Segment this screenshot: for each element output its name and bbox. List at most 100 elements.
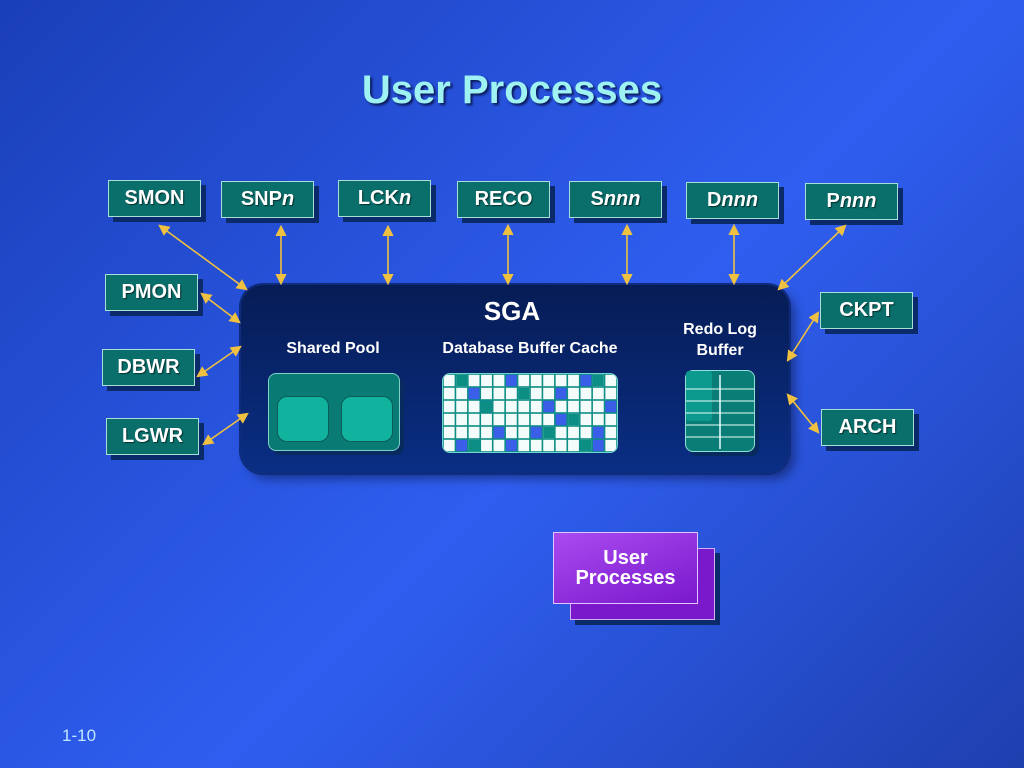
lckn-label: LCKn <box>357 187 412 209</box>
ckpt-box: CKPT <box>820 292 913 329</box>
cache-block <box>468 426 480 439</box>
cache-block <box>443 387 455 400</box>
cache-block <box>580 439 592 452</box>
pnnn-box: Pnnn <box>805 183 898 220</box>
dnnn-label: Dnnn <box>706 189 759 211</box>
cache-block <box>505 426 517 439</box>
cache-block <box>592 387 604 400</box>
arrow-arch <box>786 393 820 434</box>
redo-log-lines <box>686 388 754 438</box>
cache-block <box>568 426 579 439</box>
dbwr-box: DBWR <box>102 349 195 386</box>
cache-block <box>518 426 530 439</box>
cache-block <box>481 413 492 426</box>
dbwr-label: DBWR <box>117 356 180 378</box>
page-title: User Processes <box>361 68 663 112</box>
cache-block <box>518 413 530 426</box>
redo-log-segment <box>686 371 712 421</box>
cache-block <box>530 387 542 400</box>
pmon-label: PMON <box>121 281 182 303</box>
cache-block <box>468 439 480 452</box>
cache-block <box>568 374 579 387</box>
cache-block <box>592 439 604 452</box>
cache-block <box>530 426 542 439</box>
lgwr-label: LGWR <box>121 425 184 447</box>
buffer-cache-grid-graphic <box>443 374 617 452</box>
cache-block <box>518 439 530 452</box>
user-processes-line1: User <box>603 547 648 569</box>
smon-label: SMON <box>124 187 185 209</box>
cache-block <box>456 413 468 426</box>
cache-block <box>580 387 592 400</box>
cache-block <box>592 374 604 387</box>
cache-block <box>580 400 592 413</box>
snpn-label: SNPn <box>240 188 295 210</box>
cache-block <box>530 374 542 387</box>
cache-block <box>505 413 517 426</box>
cache-block <box>605 426 617 439</box>
cache-block <box>493 439 505 452</box>
cache-block <box>493 374 505 387</box>
cache-block <box>555 387 567 400</box>
cache-block <box>555 439 567 452</box>
buffer-cache-label: Database Buffer Cache <box>442 340 618 357</box>
cache-block <box>505 400 517 413</box>
cache-block <box>592 413 604 426</box>
user-processes-box: User Processes <box>553 532 698 604</box>
cache-block <box>443 426 455 439</box>
cache-block <box>555 374 567 387</box>
cache-block <box>456 400 468 413</box>
redo-log-buffer <box>685 370 755 452</box>
cache-block <box>568 439 579 452</box>
cache-block <box>543 426 555 439</box>
lckn-box: LCKn <box>338 180 431 217</box>
cache-block <box>456 439 468 452</box>
cache-block <box>555 400 567 413</box>
cache-block <box>543 374 555 387</box>
shared-pool-block <box>277 396 329 442</box>
user-processes-line2: Processes <box>575 567 676 589</box>
cache-block <box>530 413 542 426</box>
cache-block <box>505 387 517 400</box>
cache-block <box>580 374 592 387</box>
cache-block <box>493 400 505 413</box>
cache-block <box>481 439 492 452</box>
cache-block <box>481 374 492 387</box>
cache-block <box>555 413 567 426</box>
cache-block <box>443 413 455 426</box>
arch-label: ARCH <box>838 416 897 438</box>
cache-block <box>543 439 555 452</box>
cache-block <box>543 400 555 413</box>
cache-block <box>530 439 542 452</box>
cache-block <box>568 400 579 413</box>
cache-block <box>555 426 567 439</box>
reco-label: RECO <box>474 188 533 210</box>
cache-block <box>568 387 579 400</box>
dnnn-box: Dnnn <box>686 182 779 219</box>
cache-block <box>468 413 480 426</box>
redo-log-graphic <box>686 371 754 449</box>
cache-block <box>530 400 542 413</box>
arrow-pmon <box>200 292 241 324</box>
snnn-box: Snnn <box>569 181 662 218</box>
cache-block <box>518 387 530 400</box>
page-number: 1-10 <box>62 726 97 745</box>
cache-block <box>505 374 517 387</box>
cache-block <box>443 400 455 413</box>
cache-block <box>443 374 455 387</box>
shared-pool-block <box>341 396 393 442</box>
cache-block <box>518 400 530 413</box>
shared-pool-label: Shared Pool <box>286 340 380 357</box>
lgwr-box: LGWR <box>106 418 199 455</box>
cache-block <box>592 426 604 439</box>
cache-block <box>568 413 579 426</box>
cache-block <box>493 387 505 400</box>
smon-box: SMON <box>108 180 201 217</box>
arrow-ckpt <box>786 311 820 362</box>
cache-block <box>543 387 555 400</box>
cache-block <box>605 400 617 413</box>
pnnn-label: Pnnn <box>826 190 877 212</box>
cache-block <box>505 439 517 452</box>
cache-block <box>468 387 480 400</box>
cache-block <box>605 439 617 452</box>
